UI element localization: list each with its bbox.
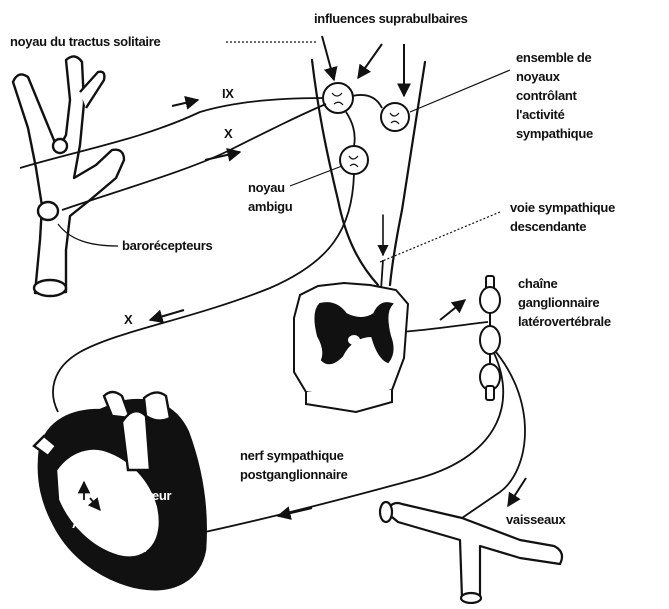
label-ensemble-line: sympathique	[516, 124, 593, 143]
leader-lines	[58, 42, 510, 262]
brainstem-nuclei	[323, 83, 409, 174]
label-x-upper: X	[224, 124, 232, 143]
label-chaine-line: ganglionnaire	[518, 293, 611, 312]
label-noyau-tractus: noyau du tractus solitaire	[10, 32, 160, 51]
label-nerf-line: postganglionnaire	[240, 465, 348, 484]
label-ix: IX	[222, 84, 234, 103]
ganglion-node	[480, 326, 500, 354]
sympathetic-control-nucleus	[381, 103, 409, 131]
label-chaine-line: latérovertébrale	[518, 312, 611, 331]
label-barorecepteurs: barorécepteurs	[122, 236, 212, 255]
label-voie-line: descendante	[510, 217, 615, 236]
label-na: NA	[128, 538, 146, 557]
heart-drawing	[34, 392, 206, 589]
label-nerf-sympathique: nerf sympathique postganglionnaire	[240, 446, 348, 484]
label-vaisseaux: vaisseaux	[506, 510, 565, 529]
label-ensemble-line: ensemble de	[516, 48, 593, 67]
label-nerf-line: nerf sympathique	[240, 446, 348, 465]
label-voie-line: voie sympathique	[510, 198, 615, 217]
label-chaine-line: chaîne	[518, 274, 611, 293]
label-ambigu-line: noyau	[248, 178, 292, 197]
sympathetic-chain	[480, 276, 500, 400]
label-ach: Ach	[72, 514, 96, 533]
label-ambigu-line: ambigu	[248, 197, 292, 216]
ganglion-node	[480, 287, 500, 313]
baroreceptor-node	[38, 202, 58, 220]
label-chaine: chaîne ganglionnaire latérovertébrale	[518, 274, 611, 331]
label-ensemble-line: l'activité	[516, 105, 593, 124]
label-noyau-ambigu: noyau ambigu	[248, 178, 292, 216]
label-ensemble: ensemble de noyaux contrôlant l'activité…	[516, 48, 593, 143]
label-influences: influences suprabulbaires	[314, 9, 468, 28]
nucleus-tractus-solitarius	[323, 83, 353, 113]
label-x-lower: X	[124, 310, 132, 329]
carotid-artery-drawing	[13, 56, 124, 296]
label-ensemble-line: noyaux	[516, 67, 593, 86]
nucleus-ambiguus	[340, 146, 368, 174]
label-voie-sympathique: voie sympathique descendante	[510, 198, 615, 236]
spinal-cord-section	[294, 283, 408, 412]
label-coeur: cœur	[140, 486, 171, 505]
label-ensemble-line: contrôlant	[516, 86, 593, 105]
